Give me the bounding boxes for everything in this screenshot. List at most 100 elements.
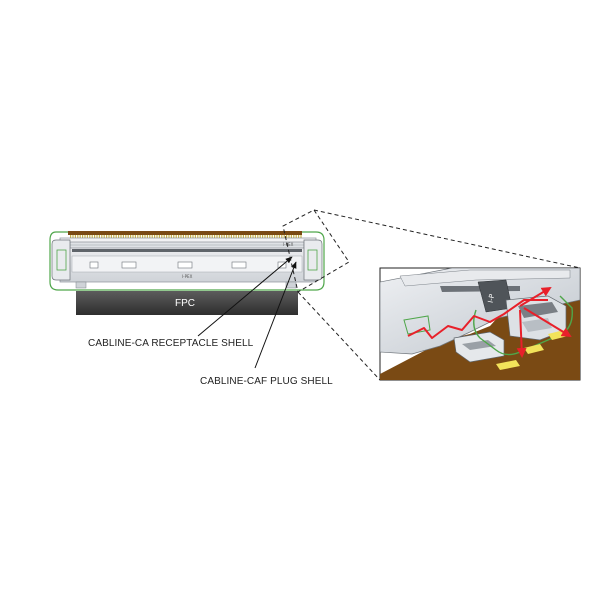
- contact-tooth: [230, 235, 232, 239]
- zoom-region-outline: [282, 209, 350, 293]
- inset-shell-outline: [473, 295, 573, 356]
- contact-tooth: [218, 235, 220, 239]
- contact-tooth: [209, 235, 211, 239]
- contact-tooth: [238, 235, 240, 239]
- contact-tooth: [223, 235, 225, 239]
- contact-tooth: [84, 235, 86, 239]
- zoom-leader-bottom: [297, 291, 381, 381]
- zoom-leader-top: [313, 209, 581, 269]
- callouts: CABLINE-CA RECEPTACLE SHELL CABLINE-CAF …: [88, 256, 333, 387]
- contact-tooth: [122, 235, 124, 239]
- contact-tooth: [276, 235, 278, 239]
- contact-tooth: [149, 235, 151, 239]
- contact-tooth: [168, 235, 170, 239]
- contact-tooth: [254, 235, 256, 239]
- contact-tooth: [226, 235, 228, 239]
- contact-tooth: [274, 235, 276, 239]
- contact-tooth: [247, 235, 249, 239]
- contact-tooth: [214, 235, 216, 239]
- contact-tooth: [94, 235, 96, 239]
- contact-tooth: [118, 235, 120, 239]
- contact-tooth: [163, 235, 165, 239]
- contact-tooth: [245, 235, 247, 239]
- contact-tooth: [216, 235, 218, 239]
- contact-tooth: [132, 235, 134, 239]
- cable-conductor-strip: [68, 231, 302, 235]
- contact-tooth: [283, 235, 285, 239]
- contact-tooth: [264, 235, 266, 239]
- contact-tooth: [211, 235, 213, 239]
- inset-marking: I-P: [487, 293, 497, 303]
- contact-tooth: [295, 235, 297, 239]
- contact-tooth: [235, 235, 237, 239]
- contact-tooth: [233, 235, 235, 239]
- left-end-bracket: [51, 239, 71, 281]
- contact-tooth: [74, 235, 76, 239]
- contact-tooth: [127, 235, 129, 239]
- contact-tooth: [106, 235, 108, 239]
- contact-tooth: [72, 235, 74, 239]
- contact-tooth: [262, 235, 264, 239]
- part-marking: I-PEX: [182, 274, 193, 279]
- contact-tooth: [151, 235, 153, 239]
- contact-tooth: [101, 235, 103, 239]
- contact-tooth: [180, 235, 182, 239]
- contact-pad-2: [524, 344, 544, 354]
- contact-tooth: [240, 235, 242, 239]
- contact-tooth: [166, 235, 168, 239]
- contact-tooth: [134, 235, 136, 239]
- contact-tooth: [170, 235, 172, 239]
- contact-tooth: [173, 235, 175, 239]
- contact-tooth: [79, 235, 81, 239]
- contact-tooth: [269, 235, 271, 239]
- contact-tooth: [298, 235, 300, 239]
- plug-shell-outline: [49, 231, 325, 291]
- contact-tooth: [125, 235, 127, 239]
- contact-tooth: [98, 235, 100, 239]
- contact-tooth: [221, 235, 223, 239]
- inset-detail-view: I-P: [379, 267, 581, 381]
- inset-receptacle-plate: [380, 268, 580, 355]
- contact-tooth: [278, 235, 280, 239]
- inset-top-ridge: [399, 269, 571, 287]
- connector-main-view: I-PEX I-PEX FPC: [49, 231, 325, 315]
- contact-tooth: [271, 235, 273, 239]
- ground-path-branch-up: [519, 286, 552, 307]
- contact-tooth: [110, 235, 112, 239]
- contact-tooth: [252, 235, 254, 239]
- contact-tooth: [82, 235, 84, 239]
- contact-tooth: [293, 235, 295, 239]
- contact-tooth: [89, 235, 91, 239]
- contact-tooth: [250, 235, 252, 239]
- contact-tooth: [139, 235, 141, 239]
- foot-left: [75, 281, 87, 289]
- ground-path-arrow: [407, 299, 548, 339]
- contact-tooth: [96, 235, 98, 239]
- contact-tooth: [288, 235, 290, 239]
- fpc-label: FPC: [175, 298, 195, 309]
- contact-tooth: [228, 235, 230, 239]
- fpc-block: [76, 291, 298, 315]
- contact-tooth: [91, 235, 93, 239]
- contact-tooth: [86, 235, 88, 239]
- contact-tooth: [130, 235, 132, 239]
- contact-tooth: [103, 235, 105, 239]
- contact-tooth: [204, 235, 206, 239]
- contact-tooth: [120, 235, 122, 239]
- contact-tooth: [242, 235, 244, 239]
- plug-shell-label: CABLINE-CAF PLUG SHELL: [200, 376, 333, 387]
- corner-marking: I-PEX: [283, 242, 294, 247]
- contact-tooth: [286, 235, 288, 239]
- plug-leader-line: [254, 261, 297, 369]
- contact-tooth: [70, 235, 72, 239]
- contact-tooth: [154, 235, 156, 239]
- contact-tooth: [187, 235, 189, 239]
- contact-tooth: [142, 235, 144, 239]
- contact-tooth: [266, 235, 268, 239]
- contact-tooth: [156, 235, 158, 239]
- contact-tooth: [144, 235, 146, 239]
- contact-tooth: [161, 235, 163, 239]
- contact-tooth: [158, 235, 160, 239]
- contact-tooth: [108, 235, 110, 239]
- contact-tooth: [290, 235, 292, 239]
